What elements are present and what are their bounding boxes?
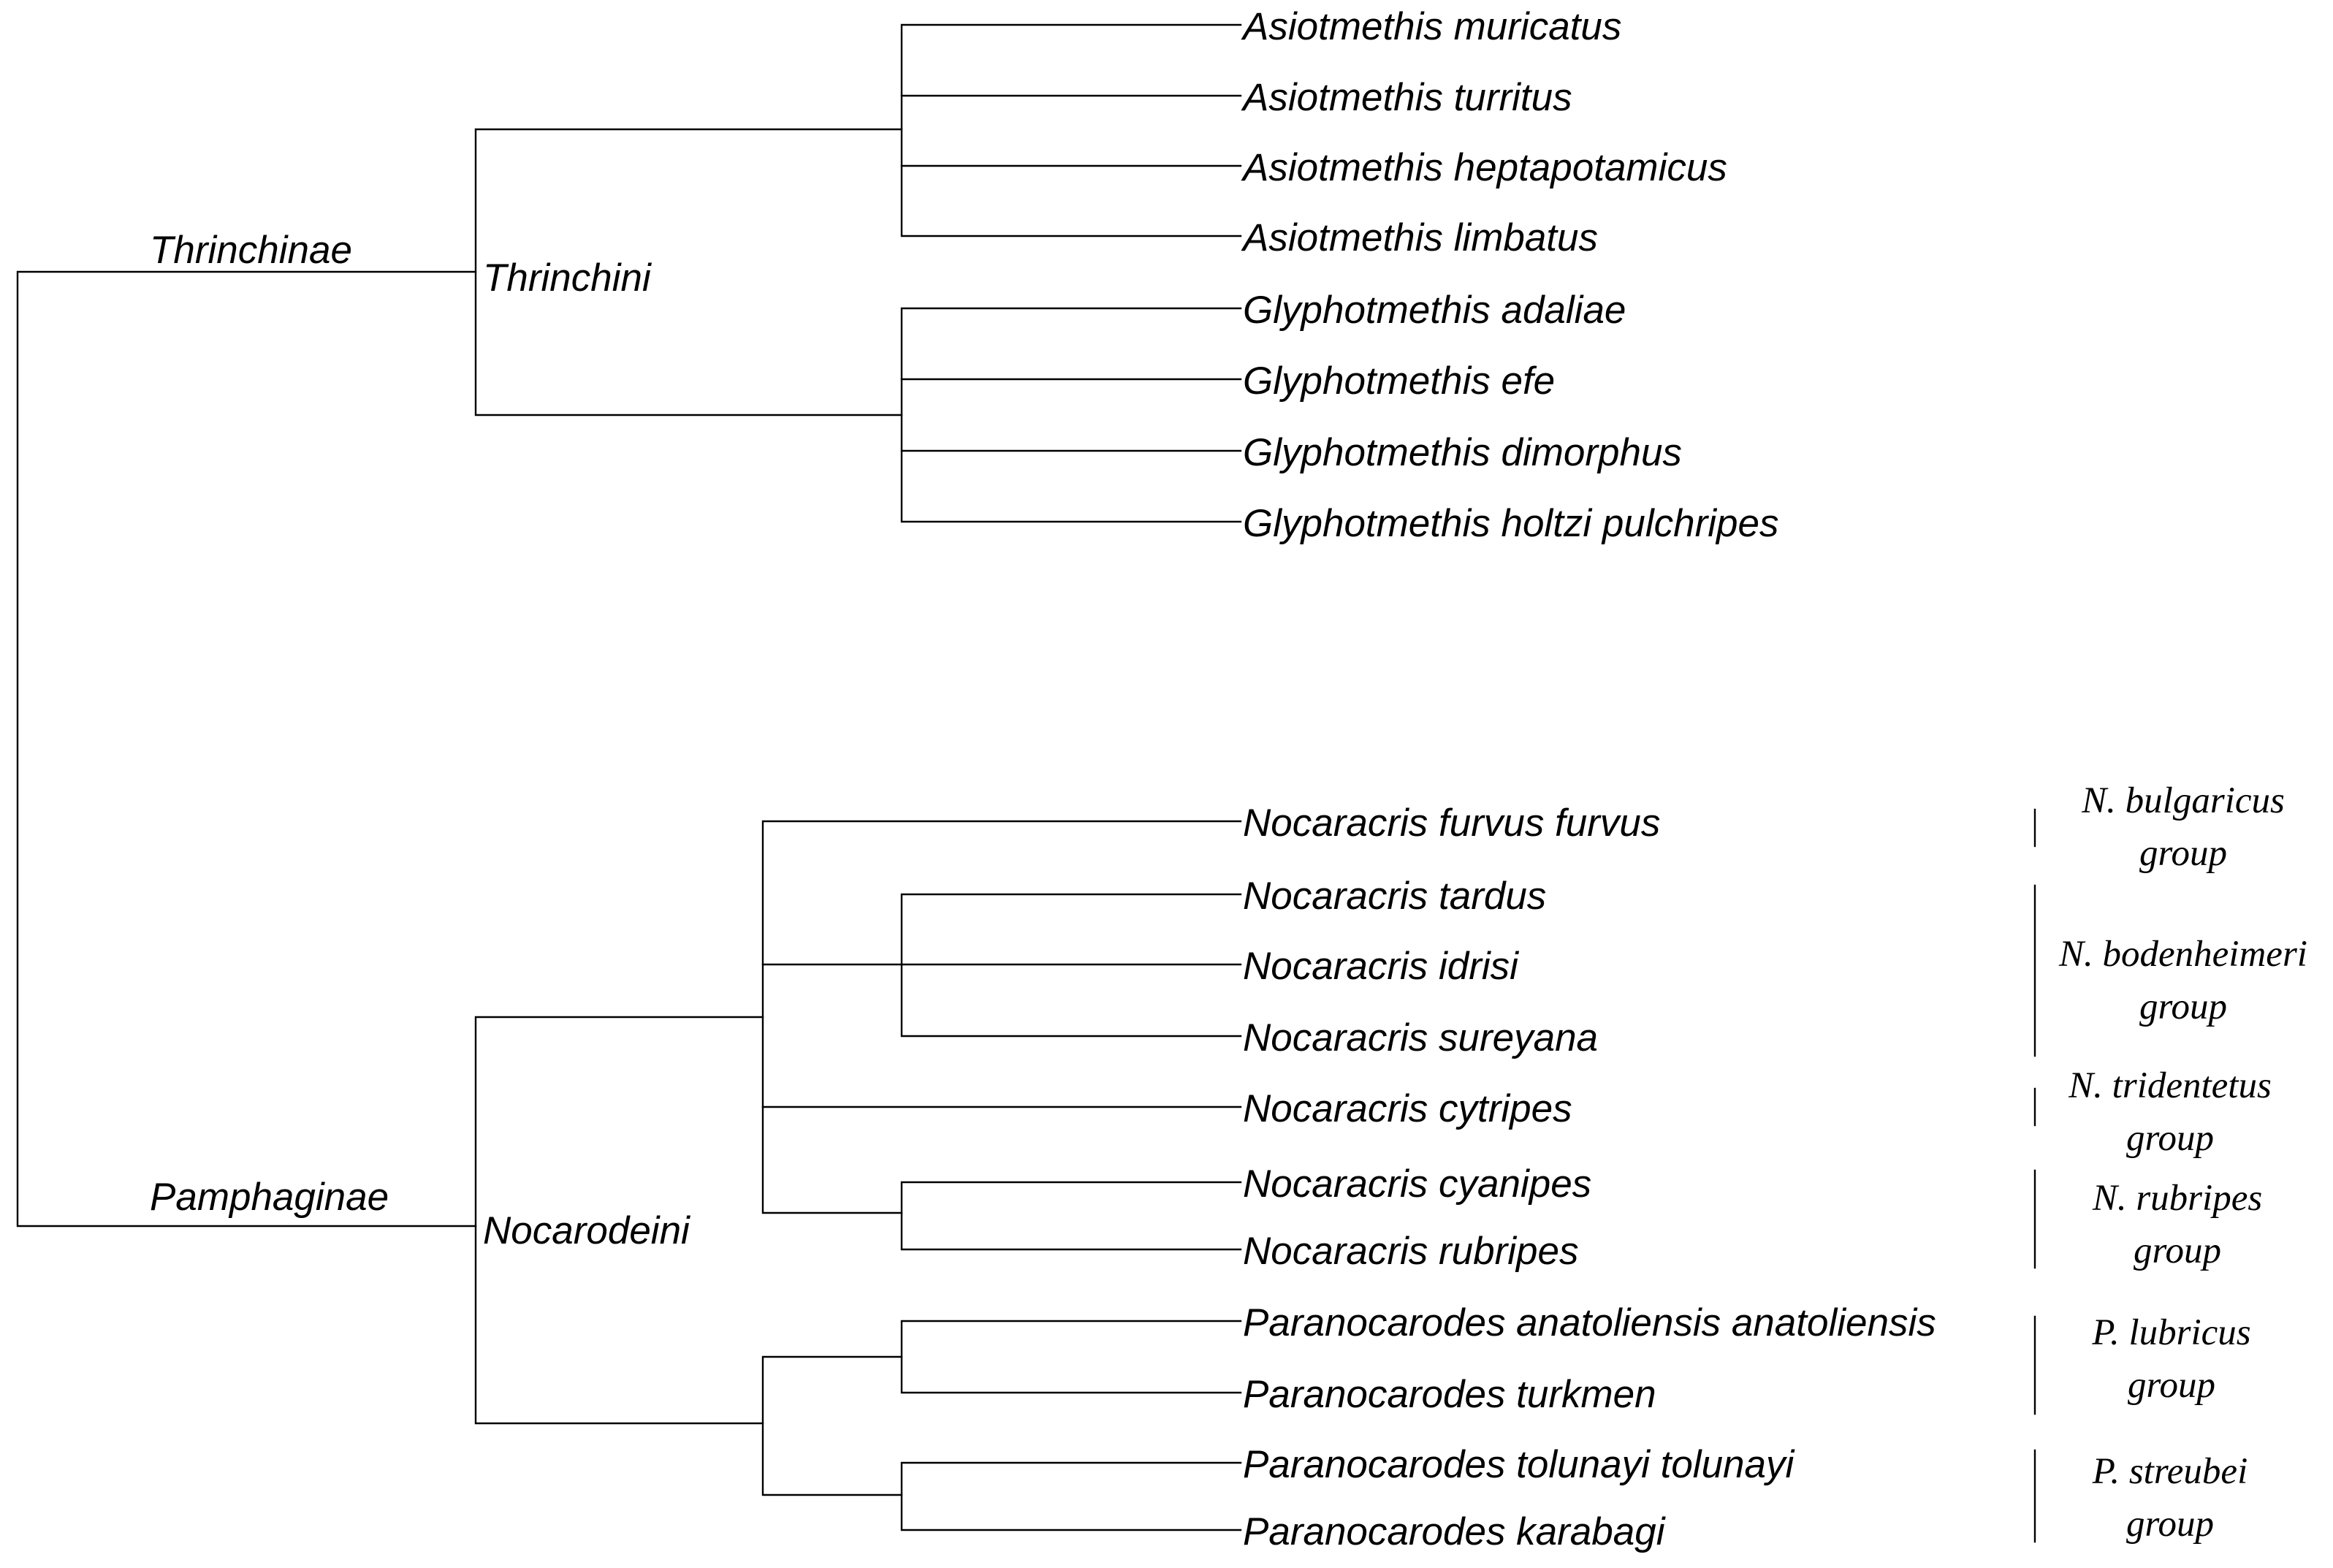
taxon-label: Nocaracris sureyana	[1243, 1016, 1598, 1059]
group-label-line2: group	[2128, 1365, 2215, 1406]
glyphotmethis-clade-branch	[900, 307, 1242, 523]
group-label-line2: group	[2126, 1504, 2214, 1545]
taxon-label: Paranocarodes turkmen	[1243, 1373, 1656, 1416]
group-label-line1: N. bulgaricus	[2081, 780, 2285, 821]
asiotmethis-clade-branch	[900, 23, 1242, 237]
taxon-label: Paranocarodes anatoliensis anatoliensis	[1243, 1301, 1936, 1344]
taxon-label: Glyphotmethis efe	[1243, 359, 1555, 403]
nocarodeini-branch	[474, 1016, 764, 1425]
group-label-line1: N. tridentetus	[2068, 1065, 2272, 1106]
taxon-label: Nocaracris tardus	[1243, 875, 1546, 918]
subfamily-label-thrinchinae: Thrinchinae	[150, 229, 352, 272]
taxon-label: Asiotmethis muricatus	[1241, 5, 1621, 48]
subfamily-label-pamphaginae: Pamphaginae	[150, 1176, 389, 1219]
group-labels: N. bulgaricus group N. bodenheimeri grou…	[2058, 780, 2307, 1545]
taxon-label: Asiotmethis limbatus	[1241, 216, 1598, 259]
thrinchini-branch	[474, 128, 903, 416]
tree-branches	[16, 23, 1242, 1531]
group-label-line1: P. lubricus	[2091, 1312, 2250, 1353]
group-label-line1: P. streubei	[2092, 1451, 2248, 1492]
taxon-label: Paranocarodes tolunayi tolunayi	[1243, 1443, 1795, 1486]
taxon-labels: Asiotmethis muricatus Asiotmethis turrit…	[1241, 5, 1936, 1553]
group-label-line2: group	[2126, 1118, 2214, 1159]
taxon-label: Nocaracris rubripes	[1243, 1230, 1578, 1273]
clade-labels: Thrinchinae Thrinchini Pamphaginae Nocar…	[150, 229, 690, 1252]
group-label-line1: N. bodenheimeri	[2058, 934, 2307, 975]
tribe-label-nocarodeini: Nocarodeini	[483, 1209, 690, 1252]
taxon-label: Glyphotmethis dimorphus	[1243, 431, 1682, 474]
tribe-label-thrinchini: Thrinchini	[483, 256, 652, 300]
taxon-label: Asiotmethis turritus	[1241, 76, 1572, 119]
group-label-line2: group	[2134, 1230, 2221, 1271]
root-branch	[16, 270, 477, 1228]
group-label-line2: group	[2139, 833, 2227, 874]
taxon-label: Nocaracris cyanipes	[1243, 1162, 1591, 1206]
group-label-line2: group	[2139, 986, 2227, 1027]
nocaracris-cyanipes-clade-branch	[900, 1181, 1242, 1251]
paranocarodes-tolunayi-clade-branch	[900, 1461, 1242, 1531]
taxon-label: Glyphotmethis adaliae	[1243, 289, 1626, 332]
taxon-label: Paranocarodes karabagi	[1243, 1510, 1666, 1553]
taxon-label: Nocaracris furvus furvus	[1243, 802, 1660, 845]
paranocarodes-clade-branch	[761, 1355, 903, 1496]
paranocarodes-anatoliensis-clade-branch	[900, 1320, 1242, 1394]
group-label-line1: N. rubripes	[2092, 1178, 2262, 1219]
nocaracris-clade-branch	[761, 820, 1242, 1214]
taxon-label: Nocaracris idrisi	[1243, 945, 1519, 988]
taxon-label: Glyphotmethis holtzi pulchripes	[1243, 502, 1779, 545]
taxon-label: Nocaracris cytripes	[1243, 1087, 1572, 1130]
taxon-label: Asiotmethis heptapotamicus	[1241, 146, 1727, 189]
